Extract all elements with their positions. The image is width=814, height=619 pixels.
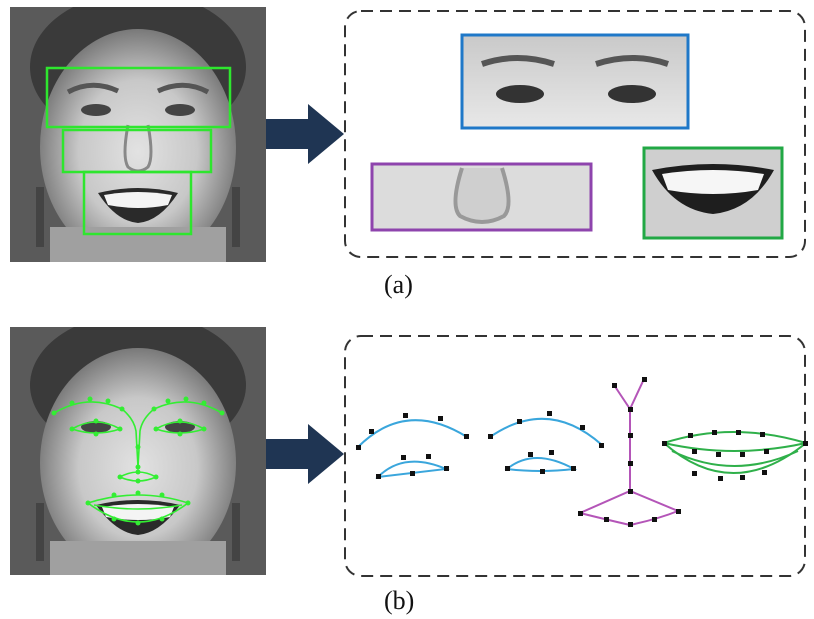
caption-a: (a) [384, 270, 413, 299]
nose-landmarks [578, 377, 681, 527]
right-arrow-icon [266, 424, 344, 484]
face-photo-regions [10, 7, 266, 262]
eyes-region-box [45, 66, 232, 129]
mouth-region-box [82, 170, 193, 236]
eyes-crop [460, 33, 690, 130]
caption-b: (b) [384, 586, 415, 615]
mouth-crop [642, 146, 784, 240]
landmark-shapes-panel [344, 335, 808, 577]
cropped-regions-panel [344, 10, 806, 258]
right-arrow-icon [266, 104, 344, 164]
face-photo-landmarks [10, 327, 266, 575]
left-eye-landmarks [356, 413, 469, 479]
mouth-landmarks [662, 430, 808, 481]
right-eye-landmarks [488, 411, 604, 474]
nose-crop [370, 162, 593, 232]
